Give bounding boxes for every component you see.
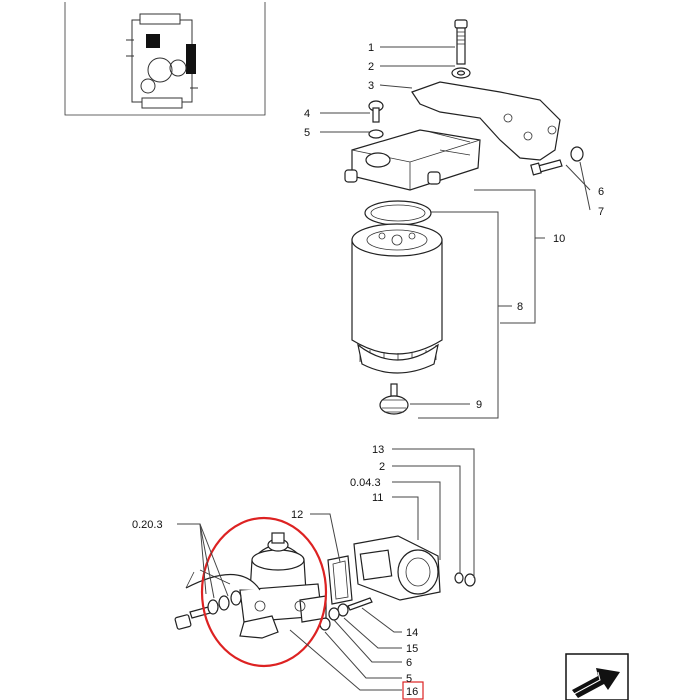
leader-lines-upper xyxy=(320,46,591,419)
label-13: 13 xyxy=(372,444,384,456)
label-9: 9 xyxy=(476,399,482,411)
bracket-3 xyxy=(411,81,561,161)
label-6: 6 xyxy=(598,186,604,198)
highlight-circle xyxy=(200,516,328,668)
bolt-1 xyxy=(454,19,468,65)
washer-5 xyxy=(368,129,384,139)
washer-2b xyxy=(454,572,464,584)
label-6b: 6 xyxy=(406,657,412,669)
label-10: 10 xyxy=(553,233,565,245)
label-1: 1 xyxy=(368,42,374,54)
pump-mounting-bolt xyxy=(174,569,242,630)
label-2: 2 xyxy=(368,61,374,73)
label-3: 3 xyxy=(368,80,374,92)
engine-icon xyxy=(126,13,198,109)
engine-thumbnail xyxy=(64,2,266,116)
label-0-20-3: 0.20.3 xyxy=(132,519,163,531)
gasket-12 xyxy=(327,555,353,605)
label-2b: 2 xyxy=(379,461,385,473)
label-16: 16 xyxy=(406,686,418,698)
label-5: 5 xyxy=(304,127,310,139)
screw-4 xyxy=(368,100,384,123)
label-7: 7 xyxy=(598,206,604,218)
bolt-6 xyxy=(530,159,563,176)
highlight-box-16 xyxy=(402,681,424,700)
filter-cartridge-8 xyxy=(351,223,443,374)
stud-14 xyxy=(347,597,373,611)
filter-head xyxy=(344,129,481,191)
fuel-pump-16 xyxy=(185,532,327,639)
washer-2 xyxy=(451,67,471,79)
drain-plug-9 xyxy=(379,383,409,415)
label-15: 15 xyxy=(406,643,418,655)
next-page-button[interactable] xyxy=(565,653,629,700)
label-0-04-3: 0.04.3 xyxy=(350,477,381,489)
arrow-icon xyxy=(572,668,620,698)
label-8: 8 xyxy=(517,301,523,313)
label-11: 11 xyxy=(372,492,383,504)
leader-lines-lower xyxy=(177,448,475,691)
label-14: 14 xyxy=(406,627,418,639)
flange-11 xyxy=(353,535,441,601)
label-4: 4 xyxy=(304,108,310,120)
label-12: 12 xyxy=(291,509,303,521)
label-5b: 5 xyxy=(406,673,412,685)
washer-6b xyxy=(328,607,340,621)
washer-7 xyxy=(570,146,584,162)
nut-13 xyxy=(464,573,476,587)
